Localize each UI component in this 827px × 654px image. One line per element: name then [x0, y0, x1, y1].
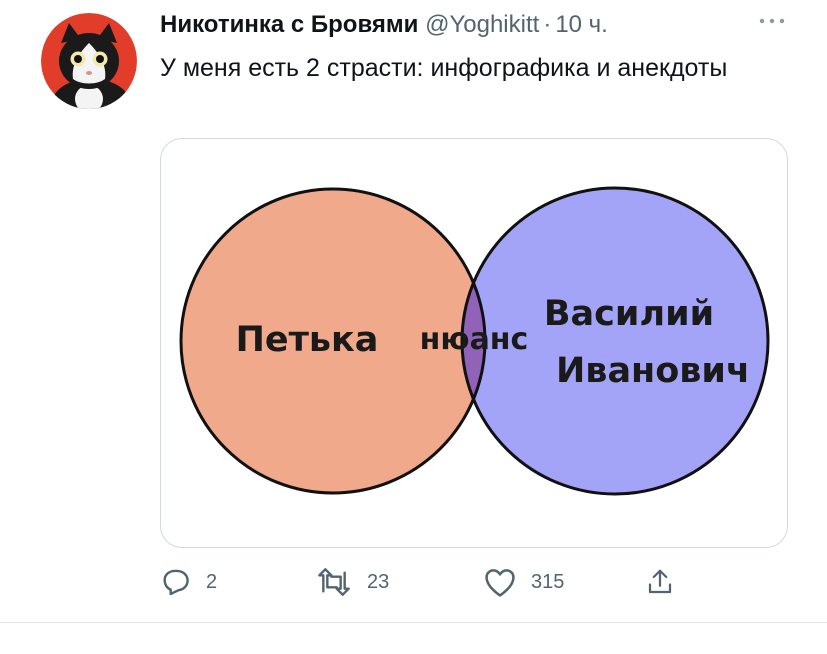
divider	[0, 622, 827, 623]
retweet-icon	[318, 568, 350, 596]
venn-right-label-line2: Иванович	[556, 351, 750, 391]
venn-left-label: Петька	[236, 320, 379, 360]
tweet-media-image[interactable]: Петька нюанс Василий Иванович	[160, 138, 788, 548]
reply-icon	[163, 569, 189, 596]
timestamp[interactable]: 10 ч.	[555, 11, 608, 38]
avatar[interactable]	[41, 13, 137, 109]
venn-left-circle	[181, 189, 485, 493]
separator-dot: ·	[543, 11, 552, 38]
reply-count: 2	[206, 570, 218, 593]
share-icon	[648, 569, 672, 594]
author-handle[interactable]: @Yoghikitt	[425, 11, 540, 38]
venn-right-label-line1: Василий	[544, 294, 714, 334]
cat-avatar-icon	[41, 13, 137, 109]
share-button[interactable]	[645, 562, 675, 602]
venn-center-label: нюанс	[420, 322, 529, 357]
like-button[interactable]: 315	[483, 562, 564, 602]
venn-right-circle	[462, 188, 768, 494]
retweet-count: 23	[367, 570, 390, 593]
venn-diagram: Петька нюанс Василий Иванович	[179, 186, 770, 496]
author-name[interactable]: Никотинка с Бровями	[160, 11, 419, 38]
like-count: 315	[531, 570, 565, 593]
reply-button[interactable]: 2	[160, 562, 217, 602]
heart-icon	[485, 569, 515, 597]
tweet-header: Никотинка с Бровями @Yoghikitt·10 ч.	[160, 11, 608, 39]
more-icon[interactable]	[757, 6, 787, 32]
tweet-actions: 2 23 315	[160, 562, 720, 602]
tweet-text: У меня есть 2 страсти: инфографика и ане…	[160, 54, 728, 82]
retweet-button[interactable]: 23	[315, 562, 389, 602]
